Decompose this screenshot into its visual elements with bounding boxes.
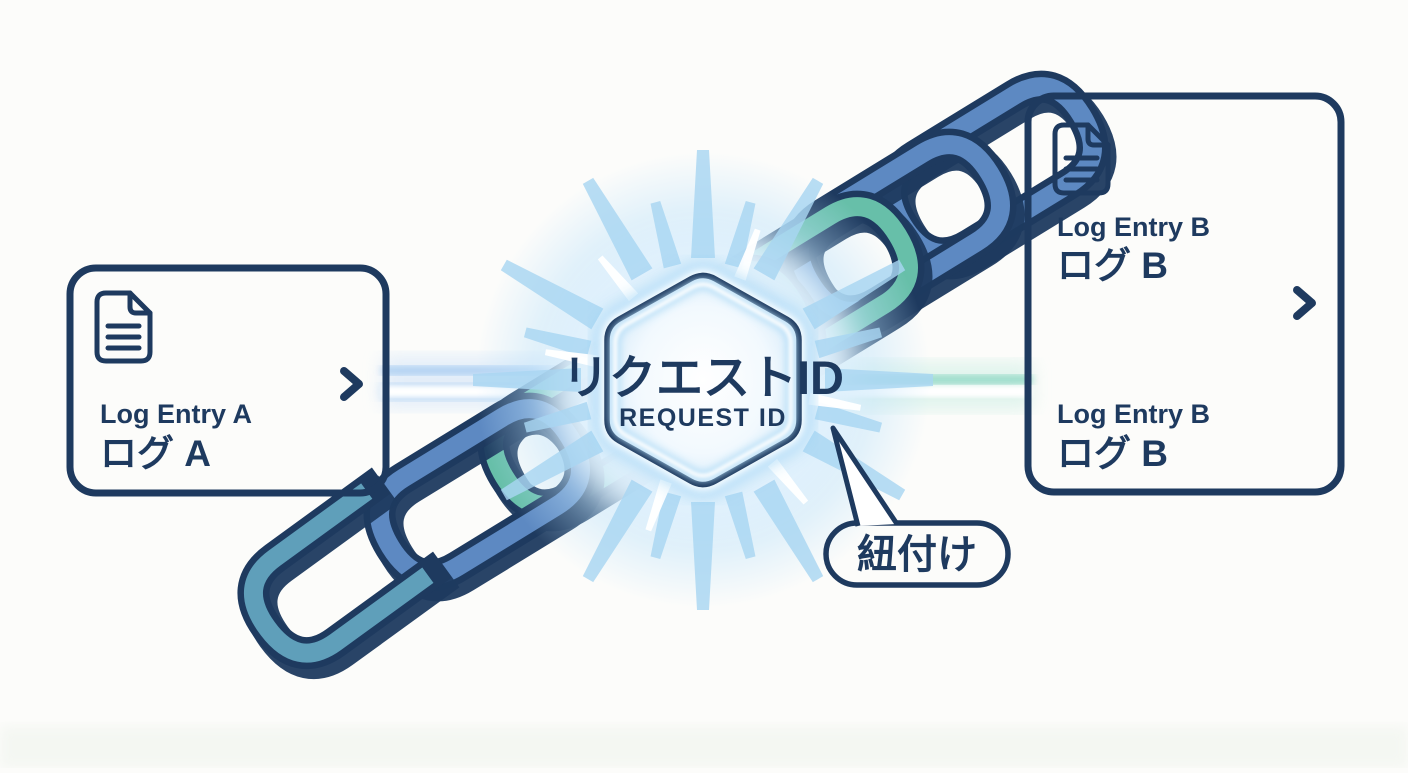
background-bottom-tint	[0, 726, 1408, 768]
right-card-entry2-title: Log Entry B	[1057, 399, 1210, 429]
speech-bubble-label: 紐付け	[857, 533, 977, 577]
left-card-title: Log Entry A	[100, 399, 252, 429]
right-card-entry2-subtitle: ログ B	[1057, 433, 1168, 474]
right-card-body	[1024, 92, 1345, 496]
chevron-right-icon	[1293, 286, 1316, 320]
hexagon-title: リクエストID	[562, 351, 844, 404]
left-card-subtitle: ログ A	[100, 433, 211, 474]
speech-bubble: 紐付け	[823, 425, 1011, 588]
hexagon-subtitle: REQUEST ID	[619, 404, 787, 432]
speech-bubble-pointer	[830, 425, 900, 527]
right-card-entry1-subtitle: ログ B	[1057, 245, 1168, 286]
request-id-hexagon: リクエストID REQUEST ID	[562, 275, 844, 484]
right-log-card: Log Entry B ログ B Log Entry B ログ B	[1024, 92, 1345, 496]
left-card-body	[66, 264, 390, 497]
left-log-card: Log Entry A ログ A	[66, 264, 390, 497]
right-card-entry1-title: Log Entry B	[1057, 212, 1210, 242]
speech-bubble-body	[823, 520, 1011, 588]
chevron-right-icon	[340, 367, 363, 401]
